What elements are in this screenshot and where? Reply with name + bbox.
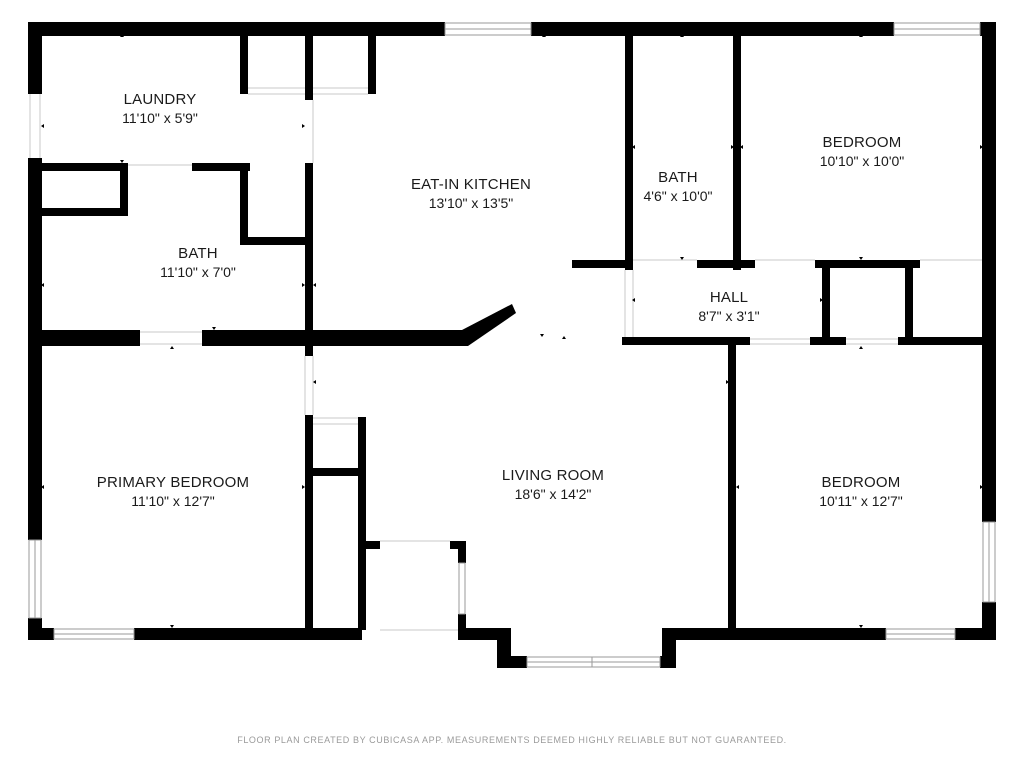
windows xyxy=(28,22,996,668)
room-laundry: LAUNDRY 11'10" x 5'9" xyxy=(122,91,198,126)
room-dims-bedroom-bottom: 10'11" x 12'7" xyxy=(819,493,903,509)
room-dims-bath-center: 4'6" x 10'0" xyxy=(644,188,713,204)
room-dims-hall: 8'7" x 3'1" xyxy=(698,308,759,324)
room-bedroom-top: BEDROOM 10'10" x 10'0" xyxy=(820,134,905,169)
dimension-markers xyxy=(41,34,983,628)
room-label-living-room: LIVING ROOM xyxy=(502,467,604,484)
room-bedroom-bottom: BEDROOM 10'11" x 12'7" xyxy=(819,474,903,509)
room-dims-bath-left: 11'10" x 7'0" xyxy=(160,264,236,280)
room-label-bath-left: BATH xyxy=(178,245,218,262)
door-openings xyxy=(29,87,982,631)
room-dims-primary-bedroom: 11'10" x 12'7" xyxy=(131,493,215,509)
room-living-room: LIVING ROOM 18'6" x 14'2" xyxy=(502,467,604,502)
room-label-bedroom-bottom: BEDROOM xyxy=(822,474,901,491)
disclaimer-footer: FLOOR PLAN CREATED BY CUBICASA APP. MEAS… xyxy=(237,735,787,745)
room-label-kitchen: EAT-IN KITCHEN xyxy=(411,176,531,193)
room-bath-center: BATH 4'6" x 10'0" xyxy=(644,169,713,204)
room-dims-bedroom-top: 10'10" x 10'0" xyxy=(820,153,905,169)
room-primary-bedroom: PRIMARY BEDROOM 11'10" x 12'7" xyxy=(97,474,249,509)
room-label-primary-bedroom: PRIMARY BEDROOM xyxy=(97,474,249,491)
room-bath-left: BATH 11'10" x 7'0" xyxy=(160,245,236,280)
room-dims-living-room: 18'6" x 14'2" xyxy=(515,486,592,502)
room-label-bedroom-top: BEDROOM xyxy=(823,134,902,151)
room-hall: HALL 8'7" x 3'1" xyxy=(698,289,759,324)
room-label-bath-center: BATH xyxy=(658,169,698,186)
room-label-hall: HALL xyxy=(710,289,748,306)
room-dims-laundry: 11'10" x 5'9" xyxy=(122,110,198,126)
room-dims-kitchen: 13'10" x 13'5" xyxy=(429,195,514,211)
walls xyxy=(28,22,996,668)
room-kitchen: EAT-IN KITCHEN 13'10" x 13'5" xyxy=(411,176,531,211)
room-label-laundry: LAUNDRY xyxy=(124,91,197,108)
